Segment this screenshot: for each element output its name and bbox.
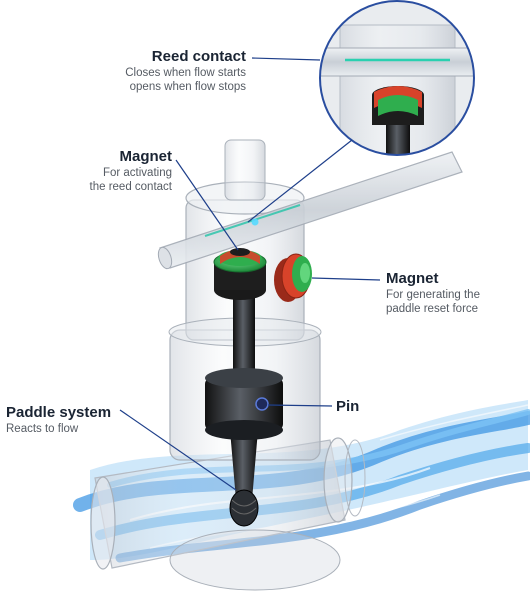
paddle-system-title: Paddle system (6, 404, 111, 422)
activation-magnet (214, 248, 266, 300)
magnet-top-title: Magnet (90, 148, 172, 166)
magnet-side-label: Magnet For generating the paddle reset f… (386, 270, 480, 316)
paddle-system-label: Paddle system Reacts to flow (6, 404, 111, 436)
reed-contact-desc-2: opens when flow stops (125, 80, 246, 94)
magnet-side-desc-2: paddle reset force (386, 302, 480, 316)
magnet-top-desc-2: the reed contact (90, 180, 172, 194)
reed-contact-desc-1: Closes when flow starts (125, 66, 246, 80)
magnet-side-desc-1: For generating the (386, 288, 480, 302)
pin-collar (205, 368, 283, 440)
paddle-system-desc-1: Reacts to flow (6, 422, 111, 436)
pin-label: Pin (336, 398, 359, 416)
reed-contact-label: Reed contact Closes when flow starts ope… (125, 48, 246, 94)
magnet-top-label: Magnet For activating the reed contact (90, 148, 172, 194)
magnet-side-leader (312, 278, 380, 280)
reed-contact-leader (252, 58, 320, 60)
reed-contact-title: Reed contact (125, 48, 246, 66)
reed-contact-inset (320, 0, 480, 185)
pin-title: Pin (336, 398, 359, 416)
magnet-top-desc-1: For activating (90, 166, 172, 180)
magnet-side-title: Magnet (386, 270, 480, 288)
